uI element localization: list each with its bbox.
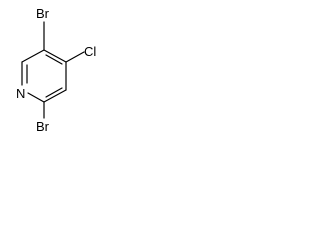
atom-label-n: N <box>16 86 25 101</box>
bond-c5-c6-inner <box>45 87 63 98</box>
bond-c3-c4 <box>43 49 67 63</box>
molecule-drawing: Br Cl N Br <box>16 6 96 134</box>
structure-diagram: Br Cl N Br <box>0 0 124 138</box>
atom-label-br-bottom: Br <box>36 119 50 134</box>
pyridine-ring <box>21 49 67 103</box>
bond-c5-c6 <box>43 89 67 103</box>
bond-c3-c4-inner <box>45 54 63 65</box>
bond-c4-cl <box>65 51 85 63</box>
bond-c3-c2 <box>21 49 45 63</box>
bond-c6-n <box>27 92 45 103</box>
atom-label-br-top: Br <box>36 6 50 21</box>
atom-label-cl: Cl <box>84 44 96 59</box>
substituent-bonds <box>43 21 85 119</box>
